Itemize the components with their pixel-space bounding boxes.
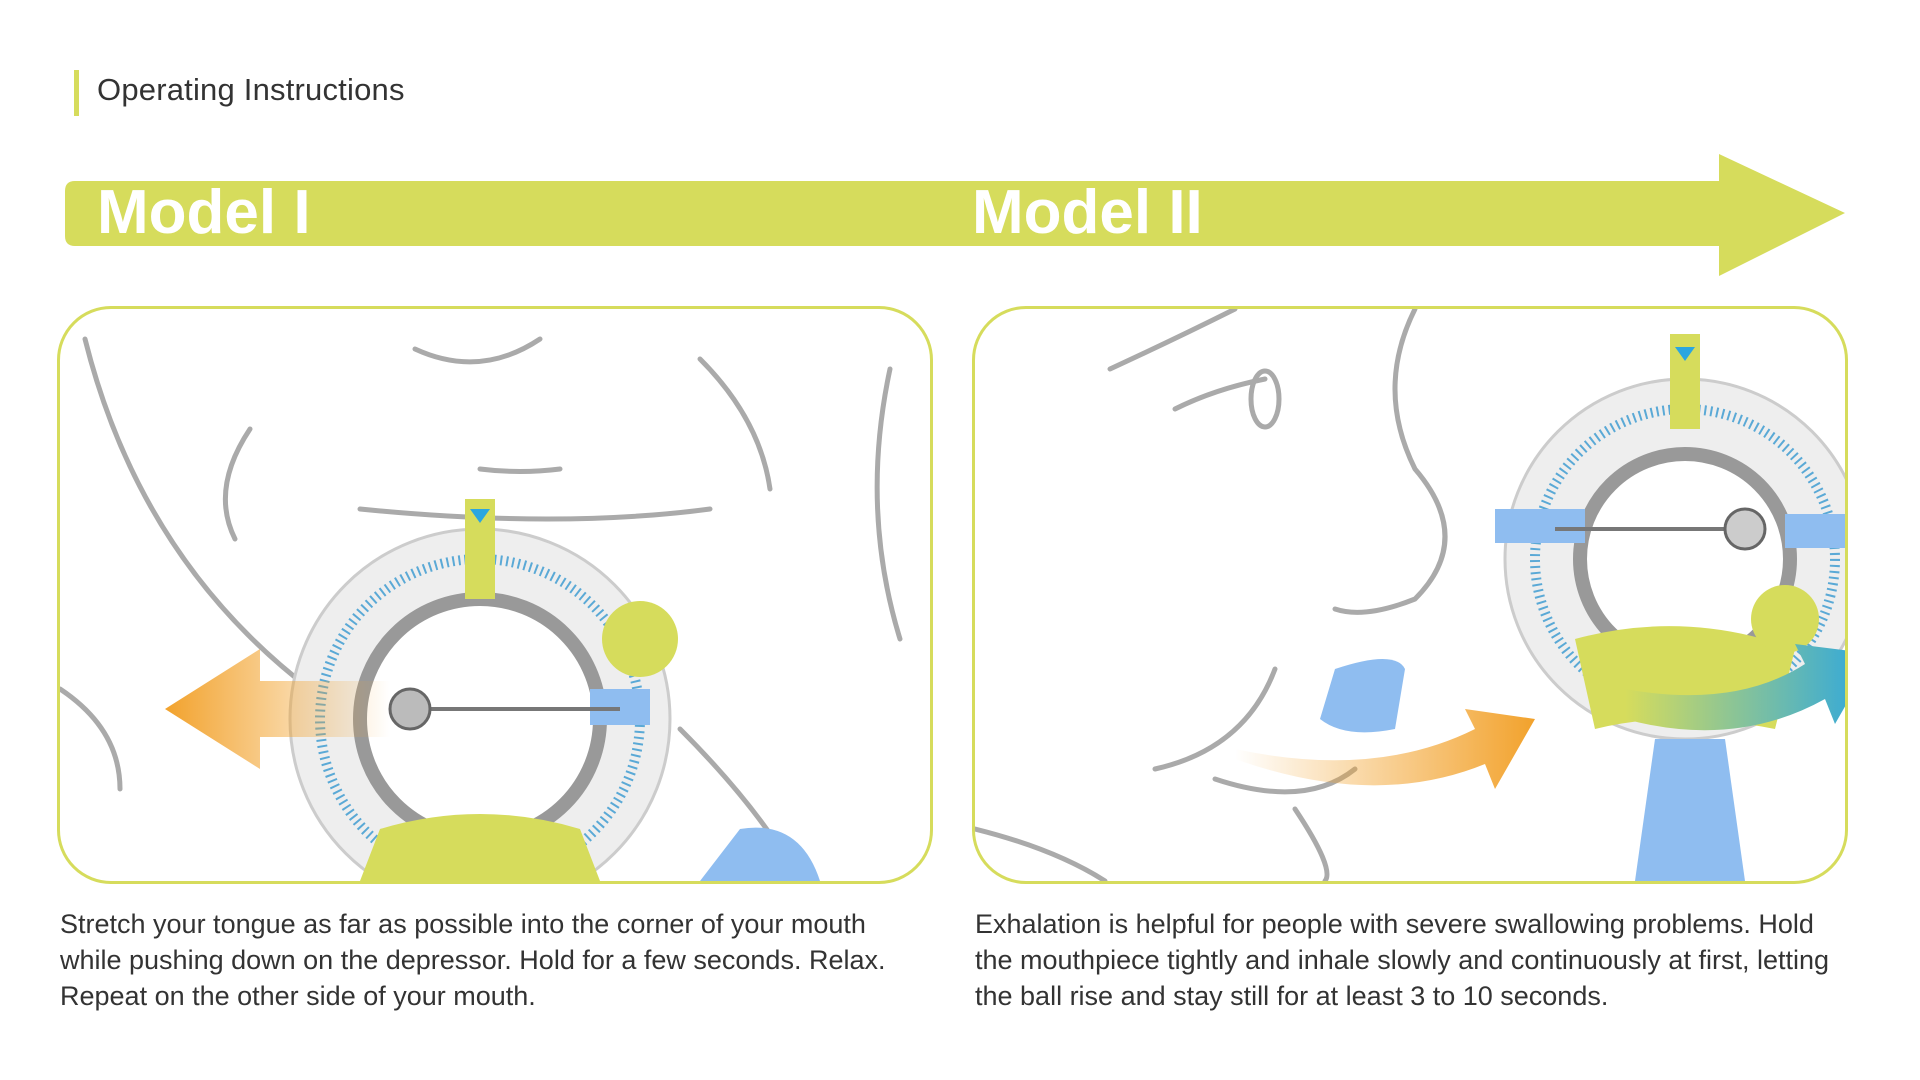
model-1-label: Model I xyxy=(97,178,311,247)
page-title: Operating Instructions xyxy=(97,72,405,107)
trainer-ring xyxy=(288,499,820,881)
orange-inhale-arrow xyxy=(1235,709,1535,789)
model-2-label: Model II xyxy=(972,178,1203,247)
progress-arrow-banner xyxy=(65,154,1845,276)
model-2-description: Exhalation is helpful for people with se… xyxy=(975,909,1829,1011)
model-1-description: Stretch your tongue as far as possible i… xyxy=(60,909,886,1011)
face-sketch xyxy=(60,336,903,881)
orange-arrow-left xyxy=(165,649,390,769)
blue-flow-arrow xyxy=(1625,644,1845,731)
trainer-ring xyxy=(1320,334,1845,881)
title-accent-bar xyxy=(74,70,79,116)
model-1-illustration xyxy=(57,306,933,884)
model-2-illustration xyxy=(972,306,1848,884)
face-profile-sketch xyxy=(975,309,1448,881)
